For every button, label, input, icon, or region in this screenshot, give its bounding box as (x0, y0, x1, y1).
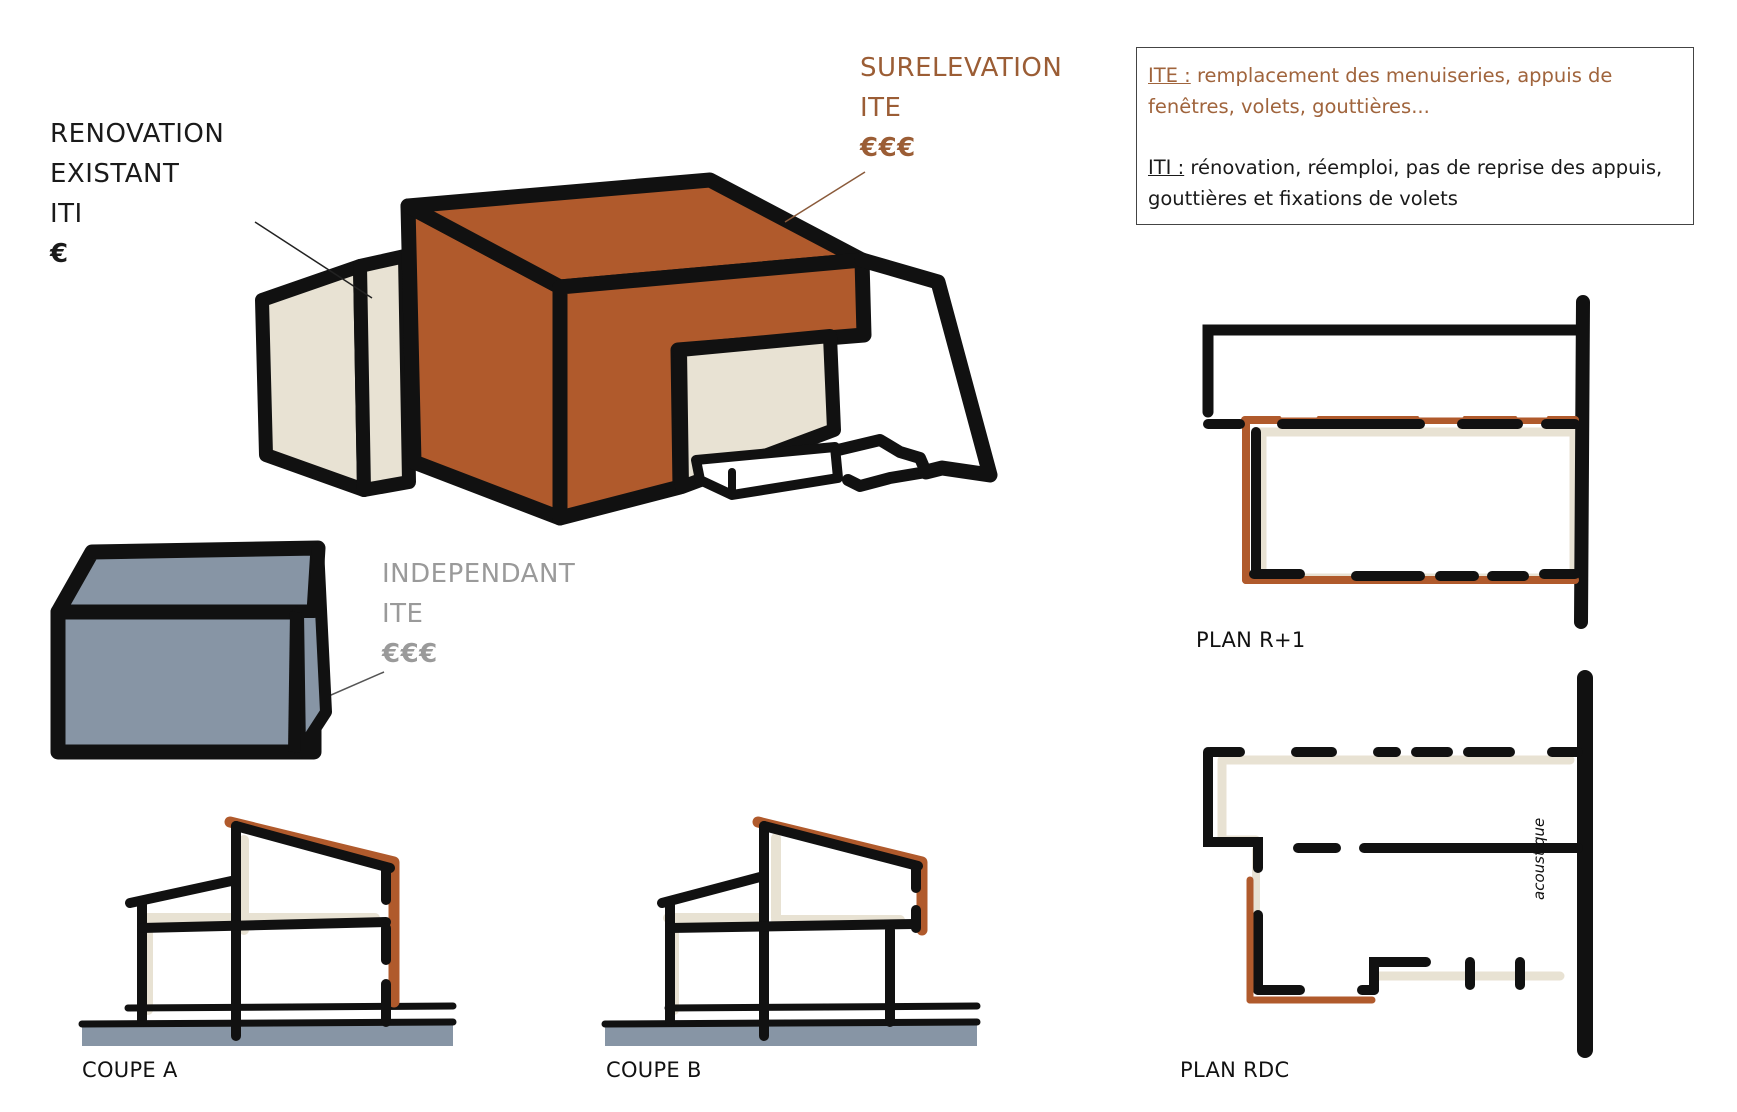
plan-r1 (1202, 295, 1590, 629)
legend-box: ITE : remplacement des menuiseries, appu… (1136, 47, 1694, 225)
independant-line1: INDEPENDANT (382, 559, 576, 589)
legend-iti-key: ITI : (1148, 156, 1185, 179)
legend-iti-text: rénovation, réemploi, pas de reprise des… (1148, 156, 1663, 210)
legend-ite: ITE : remplacement des menuiseries, appu… (1148, 60, 1682, 122)
surelevation-line1: SURELEVATION (860, 53, 1063, 83)
renovation-line3: ITI (50, 199, 83, 229)
legend-iti: ITI : rénovation, réemploi, pas de repri… (1148, 152, 1682, 214)
independant-volume (50, 540, 332, 760)
coupe-b (601, 816, 981, 1046)
renovation-line2: EXISTANT (50, 159, 180, 189)
label-independant: INDEPENDANT ITE €€€ (382, 554, 575, 674)
legend-ite-key: ITE : (1148, 64, 1191, 87)
independant-line2: ITE (382, 599, 424, 629)
coupe-a (78, 816, 457, 1046)
label-acoustique: acoustique (1530, 817, 1548, 900)
independant-cost: €€€ (382, 639, 438, 669)
legend-ite-text: remplacement des menuiseries, appuis de … (1148, 64, 1613, 118)
caption-coupe-a: COUPE A (82, 1058, 178, 1082)
existing-volume-front-face (353, 249, 416, 497)
plan-rdc (1203, 670, 1593, 1058)
label-renovation: RENOVATION EXISTANT ITI € (50, 114, 224, 274)
caption-plan-rdc: PLAN RDC (1180, 1058, 1290, 1082)
caption-coupe-b: COUPE B (606, 1058, 702, 1082)
renovation-line1: RENOVATION (50, 119, 225, 149)
terrace-step (691, 442, 843, 500)
caption-plan-r1: PLAN R+1 (1196, 628, 1306, 652)
renovation-cost: € (50, 239, 69, 269)
roof-slope-line (854, 252, 998, 483)
leader-renovation (254, 221, 373, 299)
label-surelevation: SURELEVATION ITE €€€ (860, 48, 1062, 168)
recess-opening (673, 329, 841, 494)
main-building-axo (255, 172, 998, 526)
existing-volume-left-face (255, 259, 371, 497)
surelevation-cost: €€€ (860, 133, 916, 163)
surelevation-line2: ITE (860, 93, 902, 123)
leader-surelevation (784, 171, 866, 223)
